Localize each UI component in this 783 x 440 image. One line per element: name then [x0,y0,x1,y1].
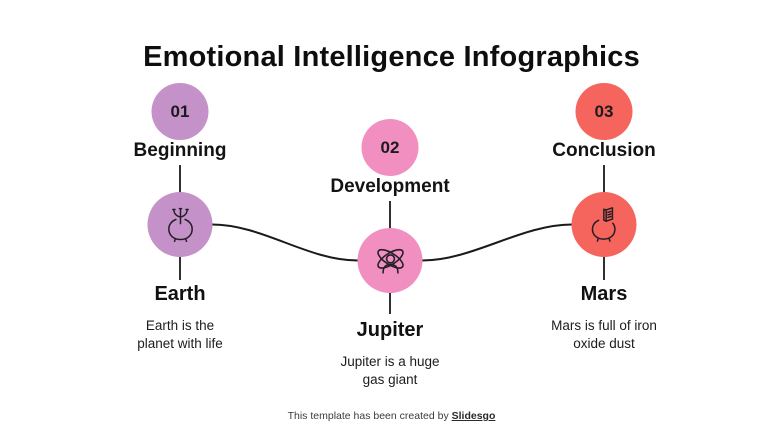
planet-description: Jupiter is a huge gas giant [310,353,470,389]
planet-description: Earth is the planet with life [100,317,260,353]
planet-description-line: planet with life [137,335,223,351]
step-icon-circle [571,192,637,257]
planet-label: Jupiter [356,319,424,341]
open-mind-icon [584,202,624,247]
step-number: 02 [380,137,400,157]
step-number-badge: 03 [575,83,633,140]
planet-description-line: Jupiter is a huge [340,354,440,369]
psychology-head-icon [160,202,200,247]
footer-credit: This template has been created by Slides… [0,410,783,422]
planet-label: Mars [580,283,628,305]
stage-label: Beginning [133,140,227,161]
slidesgo-link[interactable]: Slidesgo [451,410,496,422]
planet-description-line: Mars is full of iron [551,318,657,333]
planet-description-line: oxide dust [573,335,635,351]
step-column-beginning: 01 Beginning Earth Earth is the planet w… [100,0,260,440]
planet-label: Earth [154,283,206,305]
stage-label: Development [330,176,450,197]
person-orbit-icon [369,237,411,284]
step-number-badge: 02 [361,119,419,176]
step-column-development: 02 Development Jupiter Jupiter is a huge… [310,0,470,440]
step-number: 01 [170,101,190,121]
step-icon-circle [147,192,213,257]
footer-credit-text: This template has been created by [287,410,449,422]
planet-description-line: gas giant [362,371,418,387]
planet-description: Mars is full of iron oxide dust [524,317,684,353]
slide-title: Emotional Intelligence Infographics [143,41,640,73]
planet-description-line: Earth is the [145,318,215,333]
step-icon-circle [357,228,423,293]
step-column-conclusion: 03 Conclusion Mars Mars is full of iron … [524,0,684,440]
step-number-badge: 01 [151,83,209,140]
stage-label: Conclusion [552,140,656,161]
step-number: 03 [594,101,614,121]
